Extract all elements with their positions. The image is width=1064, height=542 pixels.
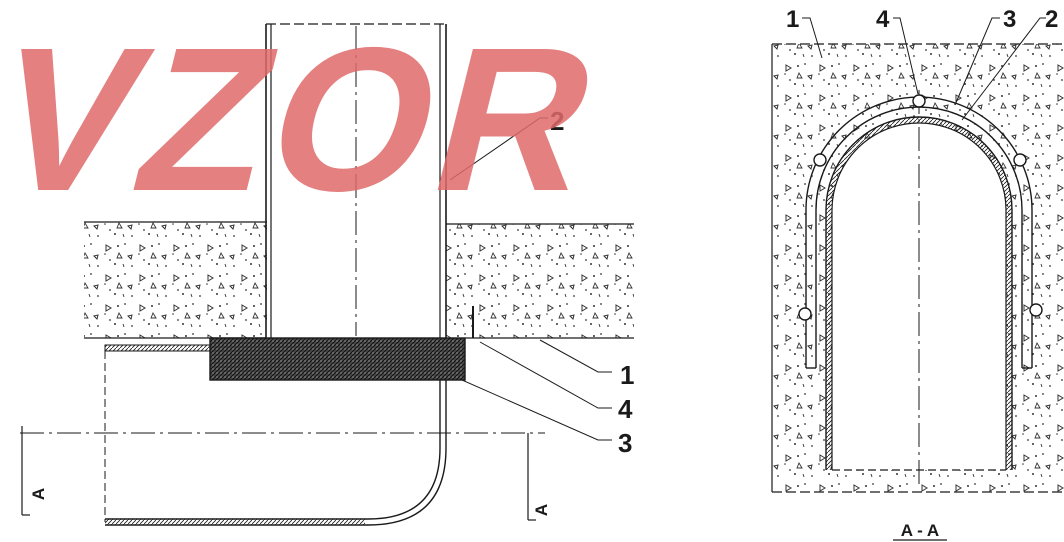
section-leader-2 xyxy=(961,17,1046,121)
section-leader-4 xyxy=(893,17,919,95)
section-mark-left-label: A xyxy=(29,488,48,500)
leader-line-3 xyxy=(461,379,612,441)
bolt-top xyxy=(912,94,926,108)
bolt-left-upper xyxy=(813,153,827,167)
vertical-pipe xyxy=(265,23,447,338)
lower-duct xyxy=(20,344,545,526)
leader-line-1 xyxy=(539,339,612,373)
bolt-right-upper xyxy=(1013,153,1027,167)
section-leader-1 xyxy=(802,17,823,59)
section-view: 1 4 3 2 A - A xyxy=(771,6,1064,541)
section-callout-2: 2 xyxy=(1045,6,1058,33)
watermark: VZOR xyxy=(0,6,624,234)
callout-1: 1 xyxy=(620,360,634,390)
section-callout-4: 4 xyxy=(876,6,890,33)
bolt-right-lower xyxy=(1029,303,1043,317)
leader-line-2 xyxy=(449,117,548,181)
section-title: A - A xyxy=(901,521,939,540)
concrete-slab-left xyxy=(84,222,267,338)
elevation-view: A A 2 1 4 3 xyxy=(20,23,634,526)
section-callout-1: 1 xyxy=(786,6,799,33)
concrete-slab-right xyxy=(446,224,634,338)
sealing-block xyxy=(209,337,466,381)
leader-line-4 xyxy=(479,341,612,409)
section-callout-3: 3 xyxy=(1003,6,1016,33)
callout-2: 2 xyxy=(550,106,564,136)
bolt-left-lower xyxy=(798,307,812,321)
section-marker-right xyxy=(527,433,536,521)
bolt-group xyxy=(798,94,1043,321)
section-leader-3 xyxy=(954,17,1000,106)
callout-4: 4 xyxy=(618,394,633,424)
pipe-arch xyxy=(825,90,1013,488)
section-marker-left xyxy=(21,426,30,516)
callout-3: 3 xyxy=(618,428,632,458)
section-mark-right-label: A xyxy=(532,504,551,516)
